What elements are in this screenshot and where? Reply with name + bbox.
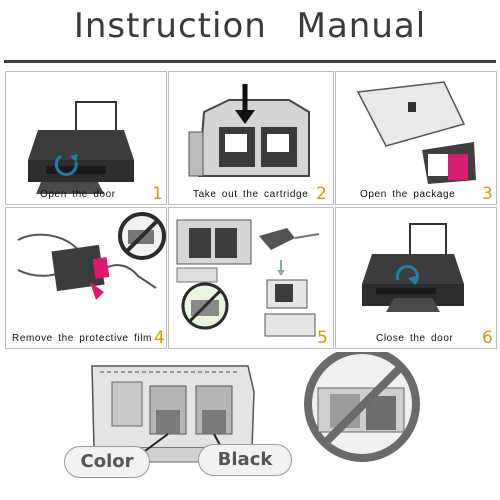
- cartridge-placement-diagram: Color Black: [0, 346, 500, 500]
- step-3-caption: Open the package: [360, 189, 456, 200]
- step-6-number: 6: [482, 328, 493, 348]
- open-package-illustration: [356, 81, 476, 184]
- step-4-number: 4: [154, 328, 165, 348]
- step-4-panel: Remove the protective film 4: [5, 207, 167, 349]
- printer-close-door-illustration: [362, 223, 464, 312]
- step-3-number: 3: [482, 184, 493, 204]
- step-4-caption: Remove the protective film: [12, 333, 152, 344]
- printer-open-door-illustration: [28, 101, 134, 194]
- color-slot-label: Color: [64, 446, 150, 478]
- step-5-panel: 5: [168, 207, 334, 349]
- step-2-number: 2: [316, 184, 327, 204]
- install-cartridge-illustration: [176, 219, 320, 337]
- step-6-panel: Close the door 6: [335, 207, 497, 349]
- title-divider: [4, 60, 496, 63]
- step-2-caption: Take out the cartridge: [193, 189, 309, 200]
- step-5-number: 5: [317, 328, 328, 348]
- remove-film-illustration: [17, 212, 166, 300]
- step-1-panel: Open the door 1: [5, 71, 167, 205]
- carriage-illustration: [91, 346, 420, 463]
- step-6-caption: Close the door: [376, 333, 454, 344]
- step-2-panel: Take out the cartridge 2: [168, 71, 334, 205]
- black-slot-label: Black: [198, 444, 292, 476]
- step-3-panel: Open the package 3: [335, 71, 497, 205]
- step-1-caption: Open the door: [40, 189, 116, 200]
- page-title: Instruction Manual: [73, 6, 427, 46]
- step-1-number: 1: [152, 184, 163, 204]
- cartridge-removal-illustration: [188, 84, 310, 177]
